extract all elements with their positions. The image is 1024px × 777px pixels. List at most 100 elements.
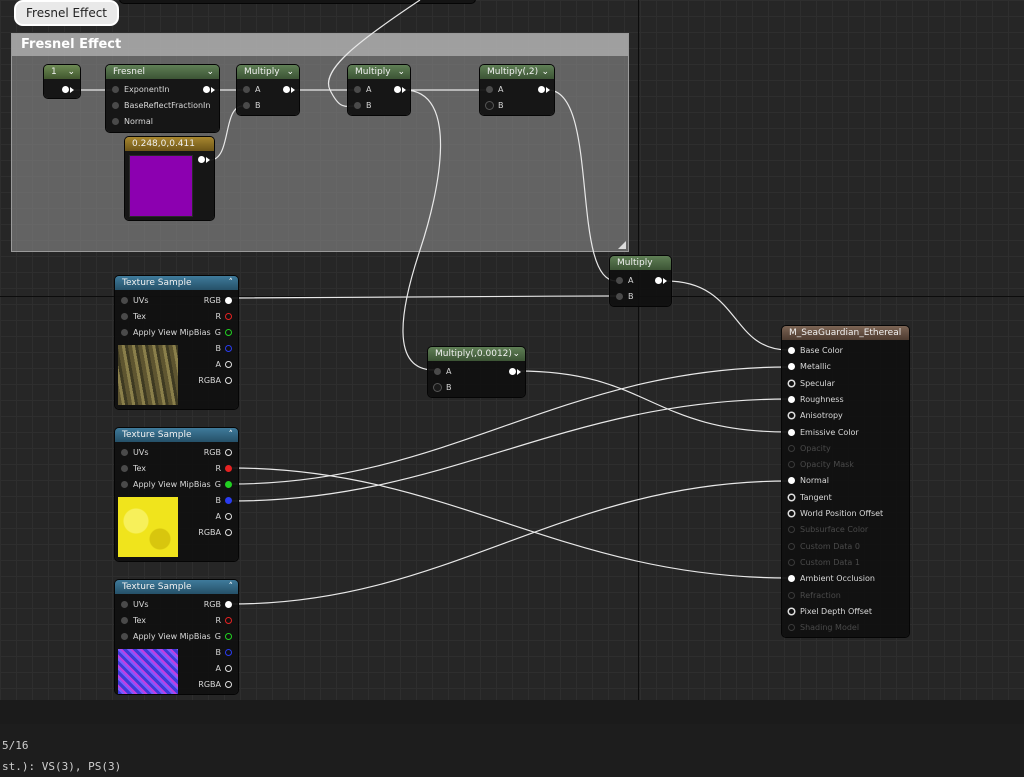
material-pin-specular[interactable]: Specular <box>788 377 835 391</box>
input-pin-icon[interactable] <box>243 86 250 93</box>
texture-sample-node-2[interactable]: Texture Sample ˄ UVs Tex Apply View MipB… <box>115 428 238 561</box>
chevron-down-icon[interactable]: ⌄ <box>206 67 214 77</box>
chevron-down-icon[interactable]: ⌄ <box>67 67 75 77</box>
chevron-down-icon[interactable]: ⌄ <box>397 67 405 77</box>
multiply-output[interactable] <box>651 274 667 288</box>
input-pin-icon[interactable] <box>789 560 794 565</box>
texture-output-a[interactable]: A <box>216 358 232 372</box>
input-pin-icon[interactable] <box>789 625 794 630</box>
input-pin-icon[interactable] <box>121 329 128 336</box>
input-pin-icon[interactable] <box>121 313 128 320</box>
texture-pin-mipbias[interactable]: Apply View MipBias <box>121 630 211 644</box>
material-pin-subsurface-color[interactable]: Subsurface Color <box>788 523 868 537</box>
multiply-node-4[interactable]: Multiply A B <box>610 256 671 306</box>
input-pin-icon[interactable] <box>789 446 794 451</box>
output-pin-icon[interactable] <box>225 649 232 656</box>
comment-resize-handle[interactable] <box>618 241 626 249</box>
input-pin-icon[interactable] <box>789 593 794 598</box>
material-pin-refraction[interactable]: Refraction <box>788 589 841 603</box>
material-pin-world-position-offset[interactable]: World Position Offset <box>788 507 883 521</box>
output-pin-icon[interactable] <box>225 377 232 384</box>
texture-output-b[interactable]: B <box>216 342 232 356</box>
texture-output-rgb[interactable]: RGB <box>204 294 232 308</box>
material-pin-opacity-mask[interactable]: Opacity Mask <box>788 458 854 472</box>
fresnel-output[interactable] <box>199 83 215 97</box>
material-pin-normal[interactable]: Normal <box>788 474 829 488</box>
input-pin-icon[interactable] <box>789 544 794 549</box>
input-pin-icon[interactable] <box>112 118 119 125</box>
multiply-node-header[interactable]: Multiply ⌄ <box>348 65 410 79</box>
multiply-output[interactable] <box>390 83 406 97</box>
texture-output-b[interactable]: B <box>216 646 232 660</box>
output-pin-icon[interactable] <box>225 601 232 608</box>
output-pin-icon[interactable] <box>225 481 232 488</box>
chevron-down-icon[interactable]: ⌄ <box>541 67 549 77</box>
output-pin-icon[interactable] <box>655 277 662 284</box>
texture-output-rgba[interactable]: RGBA <box>198 526 232 540</box>
texture-sample-header[interactable]: Texture Sample ˄ <box>115 276 238 290</box>
multiply-output[interactable] <box>534 83 550 97</box>
collapse-icon[interactable]: ˄ <box>228 430 234 440</box>
multiply-output[interactable] <box>279 83 295 97</box>
material-pin-ambient-occlusion[interactable]: Ambient Occlusion <box>788 572 875 586</box>
output-pin-icon[interactable] <box>62 86 69 93</box>
texture-output-rgb[interactable]: RGB <box>204 598 232 612</box>
output-pin-icon[interactable] <box>283 86 290 93</box>
output-pin-icon[interactable] <box>509 368 516 375</box>
multiply-output[interactable] <box>505 365 521 379</box>
output-pin-icon[interactable] <box>225 513 232 520</box>
texture-pin-mipbias[interactable]: Apply View MipBias <box>121 478 211 492</box>
vector-constant-node[interactable]: 0.248,0,0.411 <box>125 137 214 220</box>
material-pin-tangent[interactable]: Tangent <box>788 491 832 505</box>
texture-sample-header[interactable]: Texture Sample ˄ <box>115 580 238 594</box>
multiply-node-header[interactable]: Multiply ⌄ <box>237 65 299 79</box>
input-pin-icon[interactable] <box>486 86 493 93</box>
fresnel-node[interactable]: Fresnel ⌄ ExponentIn BaseReflectFraction… <box>106 65 219 132</box>
input-pin-icon[interactable] <box>789 462 794 467</box>
texture-output-a[interactable]: A <box>216 510 232 524</box>
multiply-pin-a[interactable]: A <box>486 83 503 97</box>
input-pin-icon[interactable] <box>616 277 623 284</box>
output-pin-icon[interactable] <box>198 156 205 163</box>
input-pin-icon[interactable] <box>616 293 623 300</box>
input-pin-icon[interactable] <box>788 363 795 371</box>
input-pin-icon[interactable] <box>112 102 119 109</box>
input-pin-icon[interactable] <box>789 609 794 614</box>
texture-output-r[interactable]: R <box>215 310 232 324</box>
material-pin-custom-data-1[interactable]: Custom Data 1 <box>788 556 860 570</box>
texture-pin-uvs[interactable]: UVs <box>121 446 149 460</box>
multiply-node-1[interactable]: Multiply ⌄ A B <box>237 65 299 115</box>
texture-sample-header[interactable]: Texture Sample ˄ <box>115 428 238 442</box>
output-pin-icon[interactable] <box>225 313 232 320</box>
texture-output-g[interactable]: G <box>215 630 232 644</box>
output-pin-icon[interactable] <box>225 529 232 536</box>
multiply-node-5[interactable]: Multiply(,0.0012) ⌄ A B <box>428 347 525 397</box>
fresnel-node-header[interactable]: Fresnel ⌄ <box>106 65 219 79</box>
fresnel-pin-basereflect[interactable]: BaseReflectFractionIn <box>112 99 210 113</box>
material-output-header[interactable]: M_SeaGuardian_Ethereal <box>782 326 909 340</box>
input-pin-icon[interactable] <box>788 477 795 485</box>
input-pin-icon[interactable] <box>121 481 128 488</box>
vector-constant-header[interactable]: 0.248,0,0.411 <box>125 137 214 151</box>
texture-sample-node-1[interactable]: Texture Sample ˄ UVs Tex Apply View MipB… <box>115 276 238 409</box>
output-pin-icon[interactable] <box>225 297 232 304</box>
material-pin-emissive-color[interactable]: Emissive Color <box>788 426 859 440</box>
texture-output-rgba[interactable]: RGBA <box>198 374 232 388</box>
material-pin-roughness[interactable]: Roughness <box>788 393 844 407</box>
output-pin-icon[interactable] <box>225 633 232 640</box>
input-pin-icon[interactable] <box>121 601 128 608</box>
input-pin-icon[interactable] <box>789 527 794 532</box>
clipped-node-top[interactable] <box>120 0 475 3</box>
output-pin-icon[interactable] <box>225 681 232 688</box>
comment-title-bar[interactable]: Fresnel Effect <box>12 34 628 56</box>
texture-pin-tex[interactable]: Tex <box>121 614 146 628</box>
chevron-down-icon[interactable]: ⌄ <box>286 67 294 77</box>
multiply-pin-b[interactable]: B <box>354 99 372 113</box>
input-pin-icon[interactable] <box>243 102 250 109</box>
output-pin-icon[interactable] <box>225 465 232 472</box>
multiply-pin-b[interactable]: B <box>616 290 634 304</box>
collapse-icon[interactable]: ˄ <box>228 582 234 592</box>
texture-pin-uvs[interactable]: UVs <box>121 598 149 612</box>
input-pin-icon[interactable] <box>121 465 128 472</box>
input-pin-icon[interactable] <box>789 495 794 500</box>
